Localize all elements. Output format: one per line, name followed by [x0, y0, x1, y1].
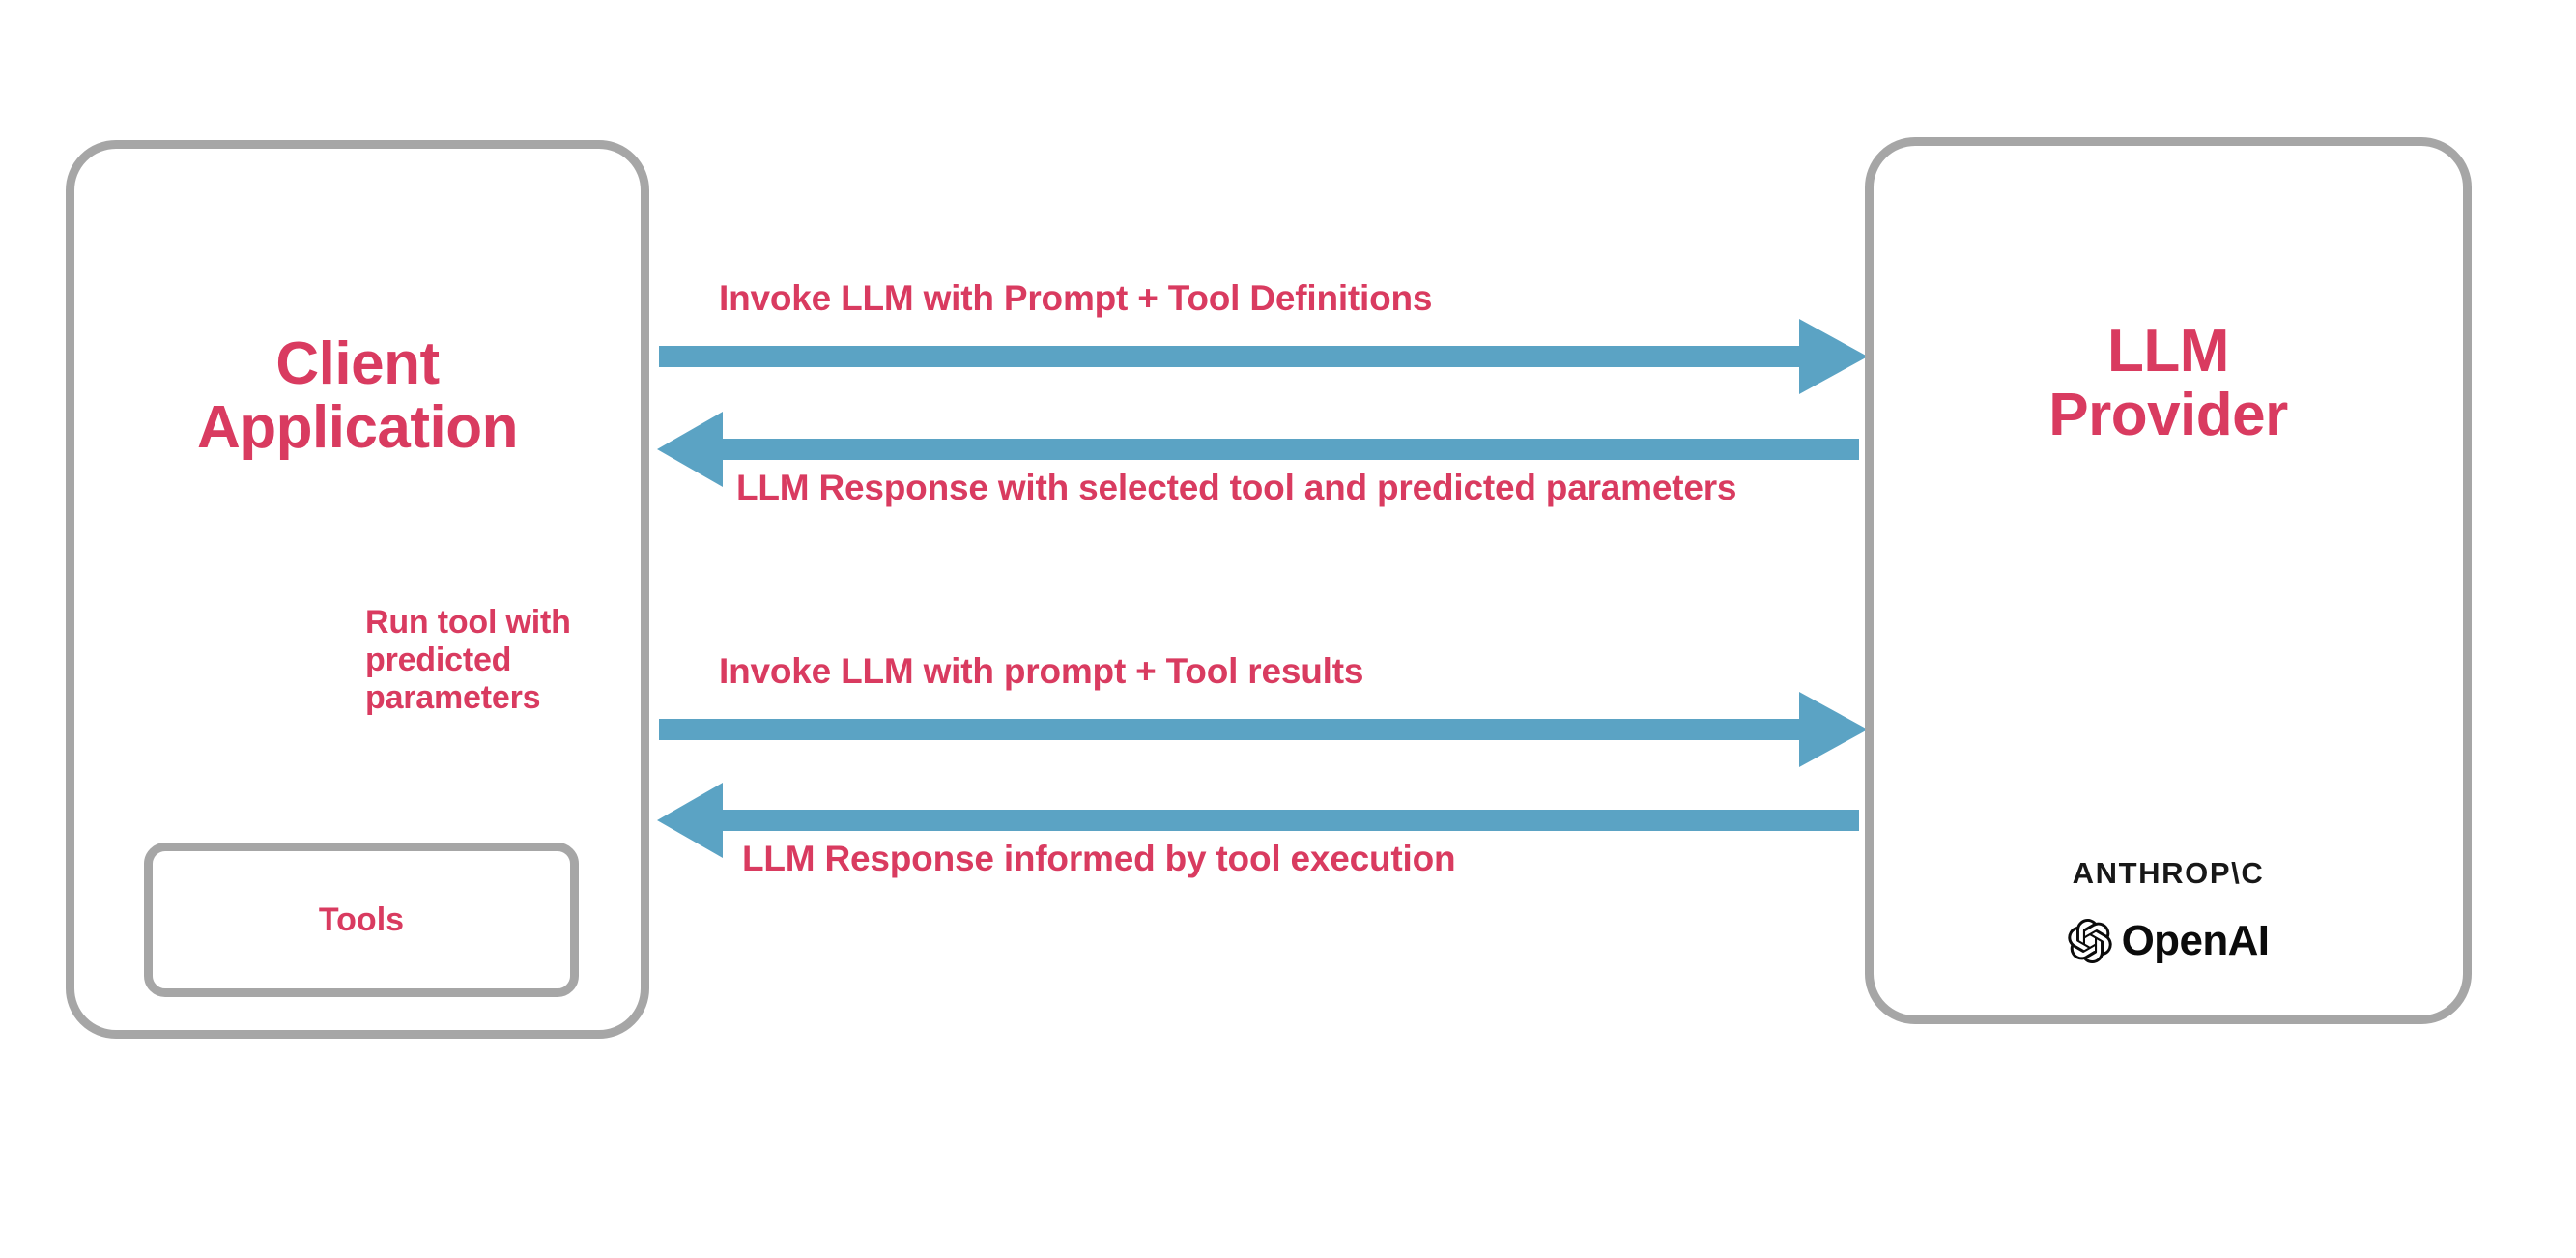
openai-mark-icon	[2067, 919, 2112, 963]
client-application-box[interactable]: Client Application Tools	[66, 140, 649, 1039]
flow-arrow-invoke-2	[659, 692, 1868, 767]
tools-box[interactable]: Tools	[144, 843, 579, 997]
llm-provider-title: LLM Provider	[1874, 320, 2463, 446]
flow-label-response-2: LLM Response informed by tool execution	[742, 839, 1456, 878]
openai-wordmark: OpenAI	[2121, 917, 2270, 964]
flow-label-invoke-1: Invoke LLM with Prompt + Tool Definition…	[719, 278, 1433, 318]
client-title-line-2: Application	[196, 393, 519, 461]
client-application-title: Client Application	[74, 332, 641, 459]
tools-label: Tools	[318, 901, 405, 938]
flow-label-response-1: LLM Response with selected tool and pred…	[736, 468, 1737, 507]
llm-provider-box[interactable]: LLM Provider ANTHROP\C OpenAI	[1865, 137, 2472, 1024]
provider-title-line-1: LLM	[2107, 318, 2229, 385]
flow-arrow-invoke-1	[659, 319, 1868, 394]
client-title-line-1: Client	[275, 330, 440, 397]
run-tool-arrow-label: Run tool with predicted parameters	[365, 604, 571, 717]
openai-logo: OpenAI	[1874, 917, 2463, 965]
provider-title-line-2: Provider	[2048, 381, 2288, 448]
flow-label-invoke-2: Invoke LLM with prompt + Tool results	[719, 651, 1364, 691]
anthropic-logo: ANTHROP\C	[2072, 856, 2265, 890]
